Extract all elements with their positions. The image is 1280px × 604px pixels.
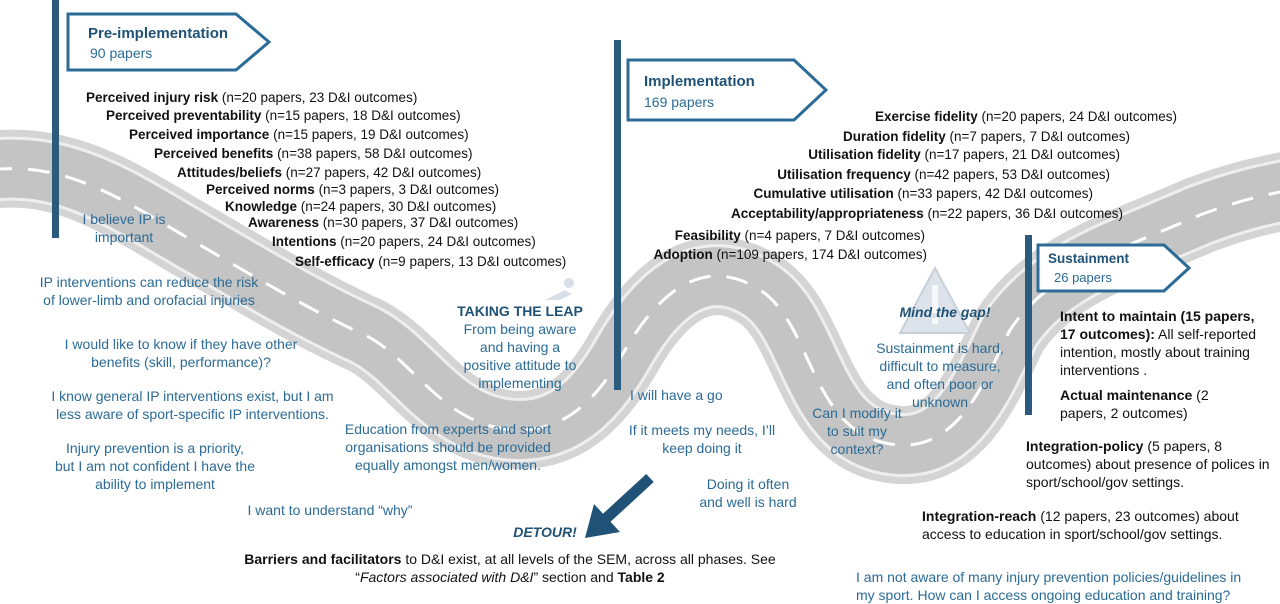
integration-reach: Integration-reach (12 papers, 23 outcome…	[922, 508, 1239, 542]
pre-item: Perceived preventability (n=15 papers, 1…	[106, 108, 461, 123]
intent-to-maintain: Intent to maintain (15 papers, 17 outcom…	[1060, 308, 1257, 378]
integration-policy: Integration-policy (5 papers, 8 outcomes…	[1026, 438, 1270, 490]
sign-sustainment: Sustainment 26 papers	[1036, 243, 1191, 293]
leaping-figure-icon	[545, 278, 574, 300]
sign-title: Implementation	[644, 73, 755, 90]
quote: I will have a go	[630, 387, 723, 403]
mind-the-gap-title: Mind the gap!	[899, 304, 991, 320]
arrow-sign-icon	[626, 58, 828, 122]
sign-pre-implementation: Pre-implementation 90 papers	[66, 12, 271, 72]
impl-item: Exercise fidelity (n=20 papers, 24 D&I o…	[874, 109, 1177, 124]
impl-item: Adoption (n=109 papers, 174 D&I outcomes…	[653, 247, 927, 262]
quote: Injury prevention is a priority, but I a…	[54, 440, 256, 492]
sustainment-quote: I am not aware of many injury prevention…	[856, 569, 1242, 603]
sign-papers: 169 papers	[644, 94, 715, 110]
sign-papers: 26 papers	[1054, 270, 1112, 285]
quote: IP interventions can reduce the risk of …	[39, 274, 259, 308]
sign-implementation: Implementation 169 papers	[626, 58, 828, 122]
pre-item: Perceived benefits (n=38 papers, 58 D&I …	[154, 146, 473, 161]
pre-item: Self-efficacy (n=9 papers, 13 D&I outcom…	[295, 254, 567, 269]
mind-the-gap-text: Sustainment is hard, difficult to measur…	[876, 340, 1004, 410]
quote: I want to understand “why”	[247, 502, 413, 518]
quote: I would like to know if they have other …	[64, 336, 298, 370]
detour-arrow-icon	[585, 473, 654, 538]
quote: Can I modify it to suit my context?	[812, 405, 902, 457]
pre-item: Perceived injury risk (n=20 papers, 23 D…	[86, 90, 418, 105]
sign-title: Pre-implementation	[88, 25, 229, 42]
impl-item: Utilisation fidelity (n=17 papers, 21 D&…	[808, 147, 1120, 162]
impl-item: Cumulative utilisation (n=33 papers, 42 …	[753, 186, 1093, 201]
education-quote: Education from experts and sport organis…	[344, 421, 552, 473]
pole-impl	[614, 40, 621, 390]
impl-item: Acceptability/appropriateness (n=22 pape…	[730, 206, 1123, 221]
quote: If it meets my needs, I’ll keep doing it	[628, 422, 776, 456]
pole-pre	[52, 0, 59, 238]
pre-item: Knowledge (n=24 papers, 30 D&I outcomes)	[225, 199, 497, 214]
quote: Doing it often and well is hard	[699, 476, 797, 510]
pre-item: Perceived importance (n=15 papers, 19 D&…	[129, 127, 469, 142]
arrow-sign-icon	[66, 12, 271, 72]
pre-item: Attitudes/beliefs (n=27 papers, 42 D&I o…	[177, 165, 482, 180]
impl-item: Duration fidelity (n=7 papers, 7 D&I out…	[843, 129, 1130, 144]
taking-the-leap-title: TAKING THE LEAP	[457, 303, 583, 319]
sign-papers: 90 papers	[90, 45, 153, 61]
sign-title: Sustainment	[1048, 251, 1130, 266]
impl-item: Utilisation frequency (n=42 papers, 53 D…	[777, 167, 1110, 182]
pre-item: Intentions (n=20 papers, 24 D&I outcomes…	[272, 234, 536, 249]
impl-item: Feasibility (n=4 papers, 7 D&I outcomes)	[674, 228, 925, 243]
actual-maintenance: Actual maintenance (2 papers, 2 outcomes…	[1060, 387, 1209, 421]
quote: I know general IP interventions exist, b…	[51, 388, 334, 422]
pre-item: Perceived norms (n=3 papers, 3 D&I outco…	[206, 182, 500, 197]
detour-title: DETOUR!	[513, 524, 577, 540]
pole-sus	[1025, 235, 1032, 415]
detour-text: Barriers and facilitators to D&I exist, …	[244, 551, 776, 585]
taking-the-leap-text: From being aware and having a positive a…	[463, 321, 577, 391]
pre-item: Awareness (n=30 papers, 37 D&I outcomes)	[248, 215, 519, 230]
arrow-sign-icon	[1036, 243, 1191, 293]
quote: I believe IP is important	[82, 211, 166, 245]
